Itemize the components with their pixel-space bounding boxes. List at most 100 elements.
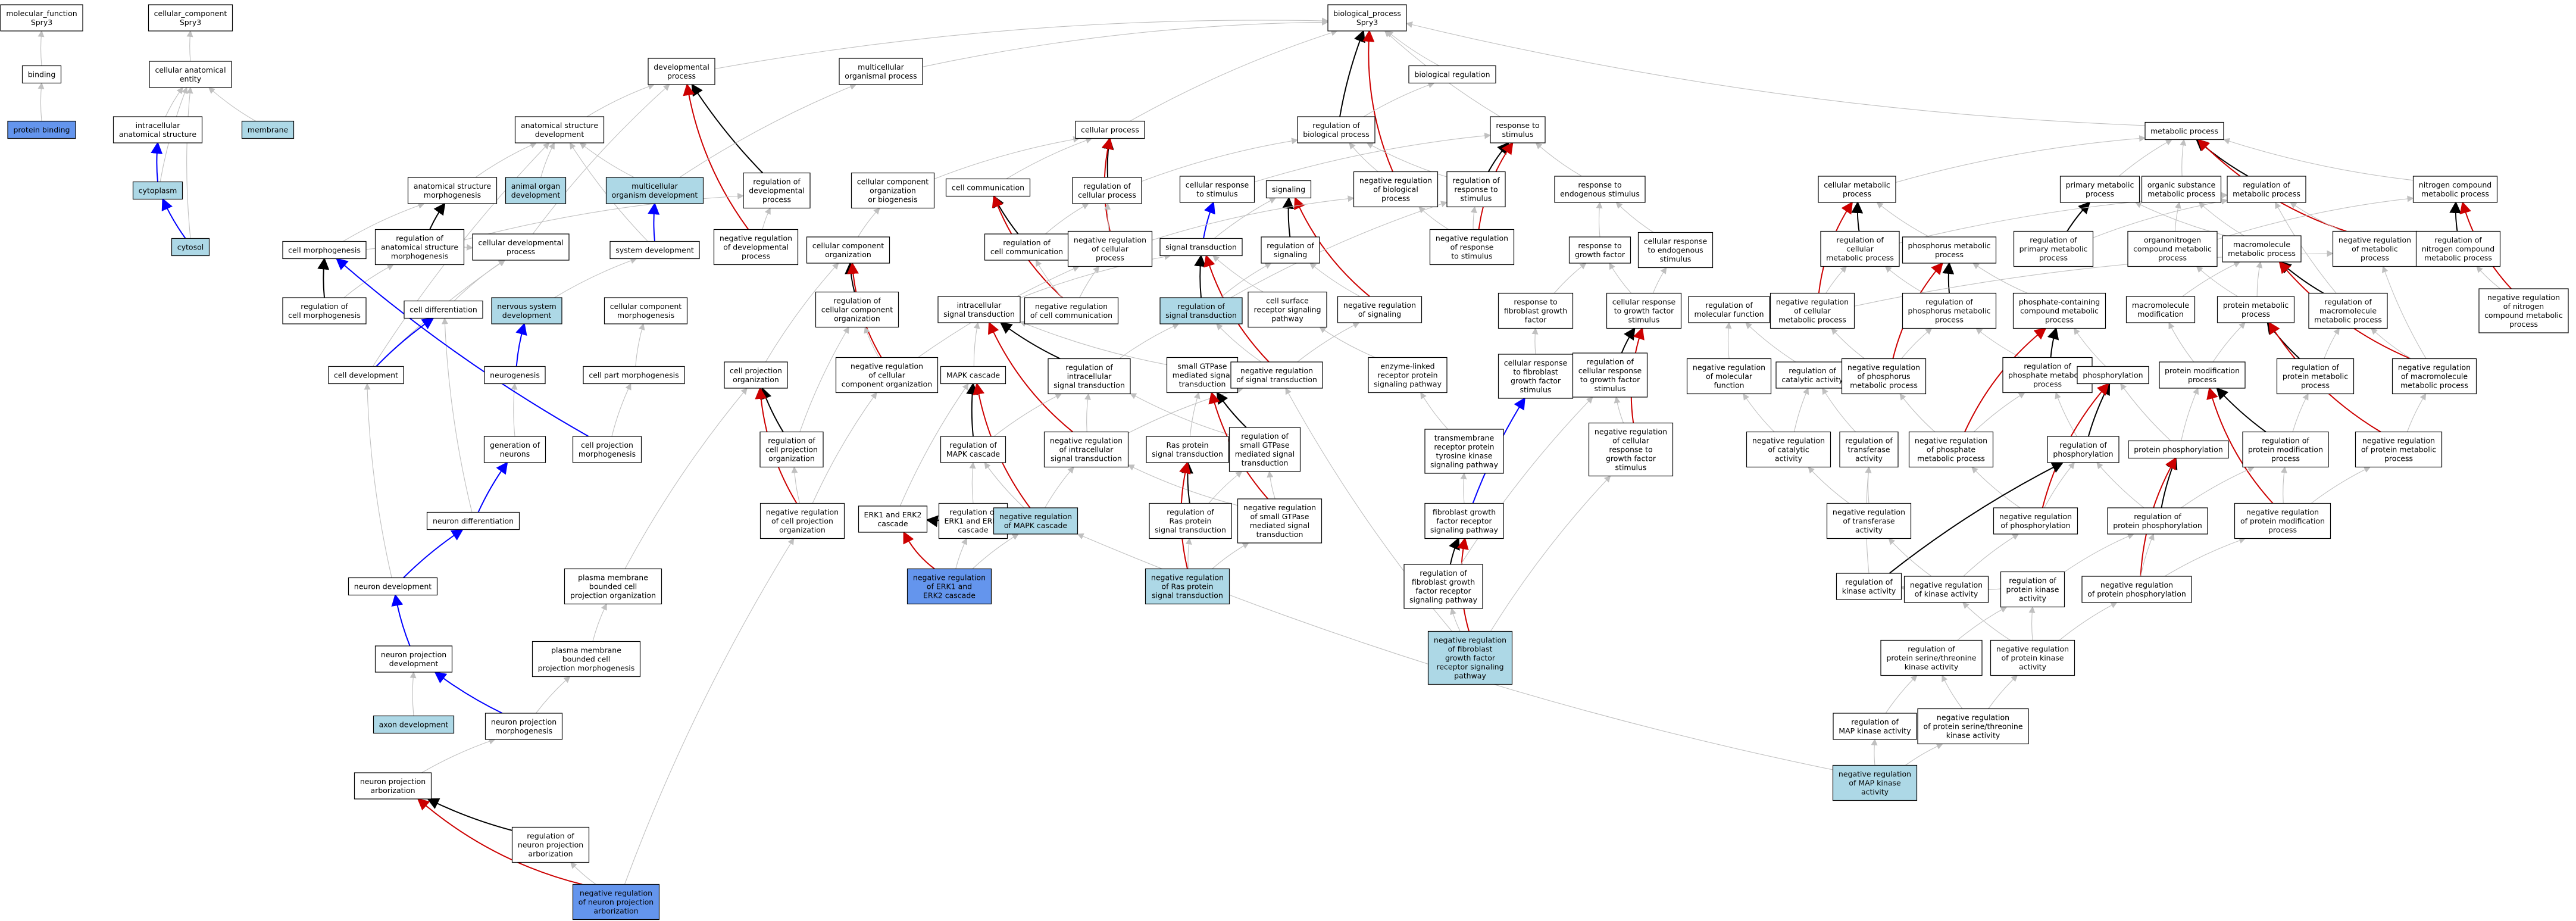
relation-edge	[1420, 392, 1448, 430]
go-term-box	[1839, 431, 1899, 468]
relation-edge	[1230, 201, 1448, 298]
relation-edge	[417, 798, 583, 885]
relation-edge	[2256, 261, 2263, 297]
go-term-box	[572, 436, 642, 463]
relation-edge	[691, 83, 764, 174]
go-term-box	[7, 120, 76, 139]
go-term-box	[354, 772, 432, 800]
relation-edge	[1460, 397, 1593, 565]
go-term-box	[648, 58, 715, 85]
relation-edge	[2120, 383, 2171, 441]
relation-edge	[1189, 392, 1201, 437]
go-term-box	[2107, 507, 2208, 535]
go-term-box	[505, 177, 567, 204]
go-term-box	[1427, 630, 1513, 685]
go-term-label: biological regulation	[1414, 70, 1490, 79]
go-term-box	[858, 505, 928, 533]
relation-edge	[1309, 263, 1361, 297]
relation-edge	[2216, 387, 2266, 433]
go-term-box	[984, 233, 1070, 261]
go-term-box	[2412, 176, 2498, 203]
relation-edge	[1212, 255, 1264, 292]
relation-edge	[1128, 386, 1244, 433]
relation-edge	[1119, 323, 1180, 359]
relation-edge	[988, 321, 1074, 433]
go-term-box	[1990, 639, 2075, 676]
relation-edge	[799, 326, 849, 432]
go-term-box	[1446, 171, 1506, 208]
relation-edge	[2134, 202, 2227, 236]
go-term-box	[851, 172, 935, 209]
go-term-box	[2242, 431, 2329, 468]
relation-edge	[2168, 322, 2194, 363]
relation-edge	[2196, 266, 2239, 297]
go-term-box	[1832, 764, 1918, 801]
go-term-box	[328, 366, 404, 385]
relation-edge	[421, 738, 496, 773]
go-term-box	[2332, 230, 2418, 267]
relation-edge	[1141, 138, 1299, 182]
relation-edge	[679, 83, 857, 178]
go-term-box	[1498, 292, 1574, 329]
go-term-label: cell differentiation	[409, 305, 477, 314]
relation-edge	[1899, 393, 1936, 432]
relation-edge	[1531, 327, 1539, 355]
go-term-label: system development	[615, 245, 694, 254]
go-term-label: membrane	[248, 125, 289, 134]
relation-edge	[2222, 138, 2414, 181]
relation-edge	[1282, 196, 1295, 238]
go-term-box	[491, 297, 562, 324]
go-term-box	[1403, 564, 1483, 609]
relation-edge	[2290, 202, 2343, 232]
go-term-box	[2012, 292, 2106, 329]
relation-edge	[342, 202, 425, 242]
go-term-box	[1043, 431, 1129, 468]
relation-edge	[1208, 471, 1243, 504]
go-term-box	[2059, 176, 2140, 203]
go-term-box	[815, 291, 899, 328]
go-term-label: protein binding	[13, 125, 70, 134]
relation-edge	[151, 142, 163, 182]
relation-edge	[475, 142, 537, 178]
go-term-box	[1179, 176, 1255, 203]
relation-edge	[1957, 606, 2008, 641]
go-term-box	[564, 568, 662, 605]
go-term-box	[2222, 235, 2302, 263]
go-term-box	[1353, 171, 1439, 208]
relation-edge	[973, 321, 980, 367]
go-term-box	[713, 229, 799, 266]
